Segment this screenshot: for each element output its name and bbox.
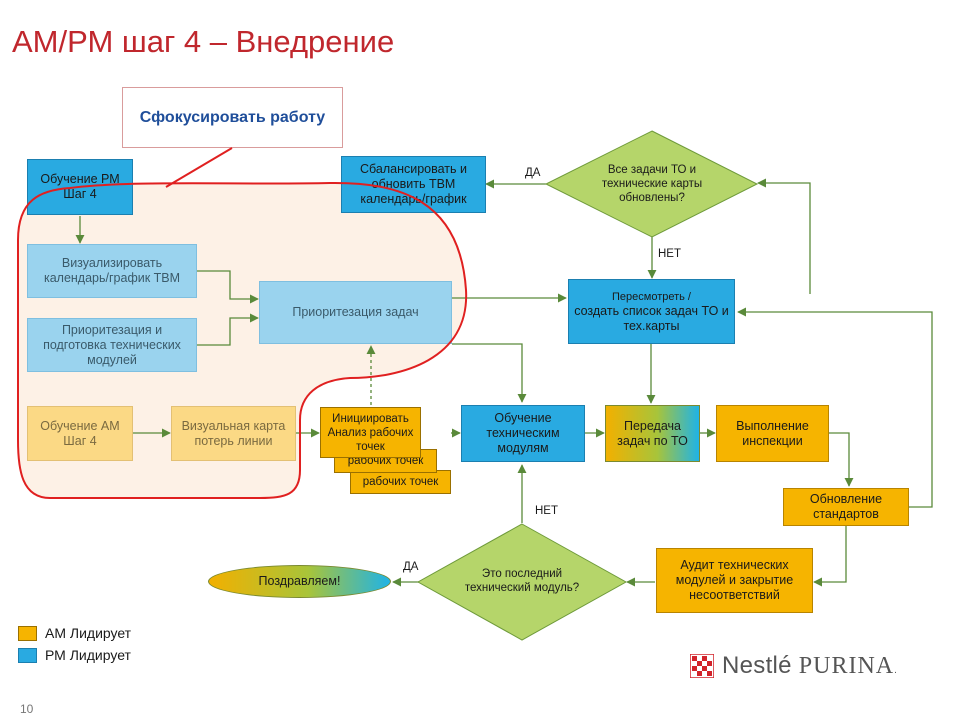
box-prioritize-modules: Приоритезация и подготовка технических м… xyxy=(27,318,197,372)
box-tech-module-training: Обучение техническим модулям xyxy=(461,405,585,462)
decision-all-tasks-updated-label: Все задачи ТО и технические карты обновл… xyxy=(601,164,703,204)
box-visualize-calendar: Визуализировать календарь/график ТВМ xyxy=(27,244,197,298)
box-initiate-analysis: Инициировать Анализ рабочих точек xyxy=(320,407,421,458)
logo-purina: PURINA xyxy=(798,653,895,679)
purina-checkerboard-icon xyxy=(690,654,714,678)
legend-swatch-am xyxy=(18,625,37,641)
review-tasks-line1: Пересмотреть / xyxy=(612,290,691,303)
box-transfer-tasks: Передача задач по ТО xyxy=(605,405,700,462)
legend-item-pm: РМ Лидирует xyxy=(18,647,131,663)
box-task-prioritization: Приоритезация задач xyxy=(259,281,452,344)
box-balance-tbm: Сбалансировать и обновить ТВМ календарь/… xyxy=(341,156,486,213)
box-inspection: Выполнение инспекции xyxy=(716,405,829,462)
edge-label-no-top: НЕТ xyxy=(658,248,681,260)
logo-wordmark: Nestlé PURINA. xyxy=(722,652,897,680)
decision-last-module-label: Это последний технический модуль? xyxy=(464,568,580,594)
box-congrats: Поздравляем! xyxy=(208,565,391,598)
legend-label-am: АМ Лидирует xyxy=(45,625,132,641)
decision-last-module xyxy=(416,523,628,641)
box-work-points-3: рабочих точек xyxy=(350,470,451,494)
logo-nestle: Nestlé xyxy=(722,652,792,679)
edge-label-yes-bottom: ДА xyxy=(403,561,419,573)
legend-label-pm: РМ Лидирует xyxy=(45,647,131,663)
edge-label-no-bottom: НЕТ xyxy=(535,505,558,517)
legend-item-am: АМ Лидирует xyxy=(18,625,131,641)
box-pm-training-step4: Обучение РМ Шаг 4 xyxy=(27,159,133,215)
review-tasks-rest: создать список задач ТО и тех.карты xyxy=(574,303,729,333)
box-am-training-step4: Обучение АМ Шаг 4 xyxy=(27,406,133,461)
focus-callout: Сфокусировать работу xyxy=(122,87,343,148)
edge-prioritization-to-training xyxy=(452,343,527,403)
edge-standards-to-audit xyxy=(813,526,847,587)
logo-mark: . xyxy=(894,665,898,676)
edge-label-yes-top: ДА xyxy=(525,167,541,179)
edge-standards-to-review xyxy=(737,307,933,508)
page-title: АМ/РМ шаг 4 – Внедрение xyxy=(12,24,395,59)
page-number: 10 xyxy=(20,702,34,716)
edge-inspection-to-standards xyxy=(829,432,854,487)
legend-swatch-pm xyxy=(18,647,37,663)
box-visual-loss-map: Визуальная карта потерь линии xyxy=(171,406,296,461)
decision-all-tasks-updated xyxy=(544,130,759,238)
nestle-purina-logo: Nestlé PURINA. xyxy=(690,652,897,680)
box-audit-modules: Аудит технических модулей и закрытие нес… xyxy=(656,548,813,613)
box-review-tasks: Пересмотреть / создать список задач ТО и… xyxy=(568,279,735,344)
box-update-standards: Обновление стандартов xyxy=(783,488,909,526)
edge-review-to-all-updated xyxy=(757,178,811,294)
